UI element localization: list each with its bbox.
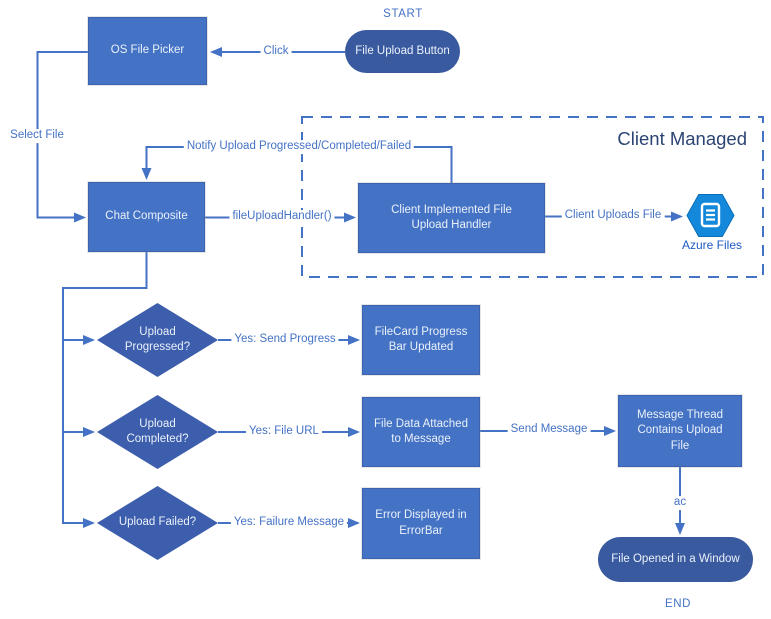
node-os-file-picker: OS File Picker (88, 17, 207, 85)
node-file-opened: File Opened in a Window (598, 537, 753, 582)
azure-files-icon (686, 194, 735, 237)
edge-label-send-message: Send Message (507, 423, 591, 437)
edge-label-yes-file-url: Yes: File URL (246, 425, 322, 439)
edge-label-fileuploadhandler: fileUploadHandler() (229, 210, 335, 224)
end-label: END (664, 598, 692, 610)
edge-trunk (62, 252, 148, 528)
node-client-implemented-handler: Client Implemented File Upload Handler (358, 183, 545, 253)
node-file-data-attached: File Data Attached to Message (362, 397, 480, 467)
node-error-displayed: Error Displayed in ErrorBar (362, 488, 480, 559)
edge-label-yes-failure-message: Yes: Failure Message (230, 516, 348, 530)
node-message-thread: Message Thread Contains Upload File (618, 395, 742, 467)
node-file-upload-button: File Upload Button (345, 30, 460, 73)
edge-label-ac: ac (670, 496, 690, 510)
client-managed-title: Client Managed (617, 128, 747, 149)
node-filecard-progress: FileCard Progress Bar Updated (362, 305, 480, 375)
edge-label-client-uploads-file: Client Uploads File (561, 209, 665, 223)
azure-files-label: Azure Files (681, 238, 743, 252)
edge-label-yes-send-progress: Yes: Send Progress (231, 333, 339, 347)
node-chat-composite: Chat Composite (88, 182, 205, 252)
edge-label-notify: Notify Upload Progressed/Completed/Faile… (183, 140, 415, 154)
client-managed-container (301, 116, 764, 278)
edge-label-click: Click (260, 45, 292, 59)
edge-label-select-file: Select File (7, 129, 67, 143)
start-label: START (383, 8, 423, 20)
